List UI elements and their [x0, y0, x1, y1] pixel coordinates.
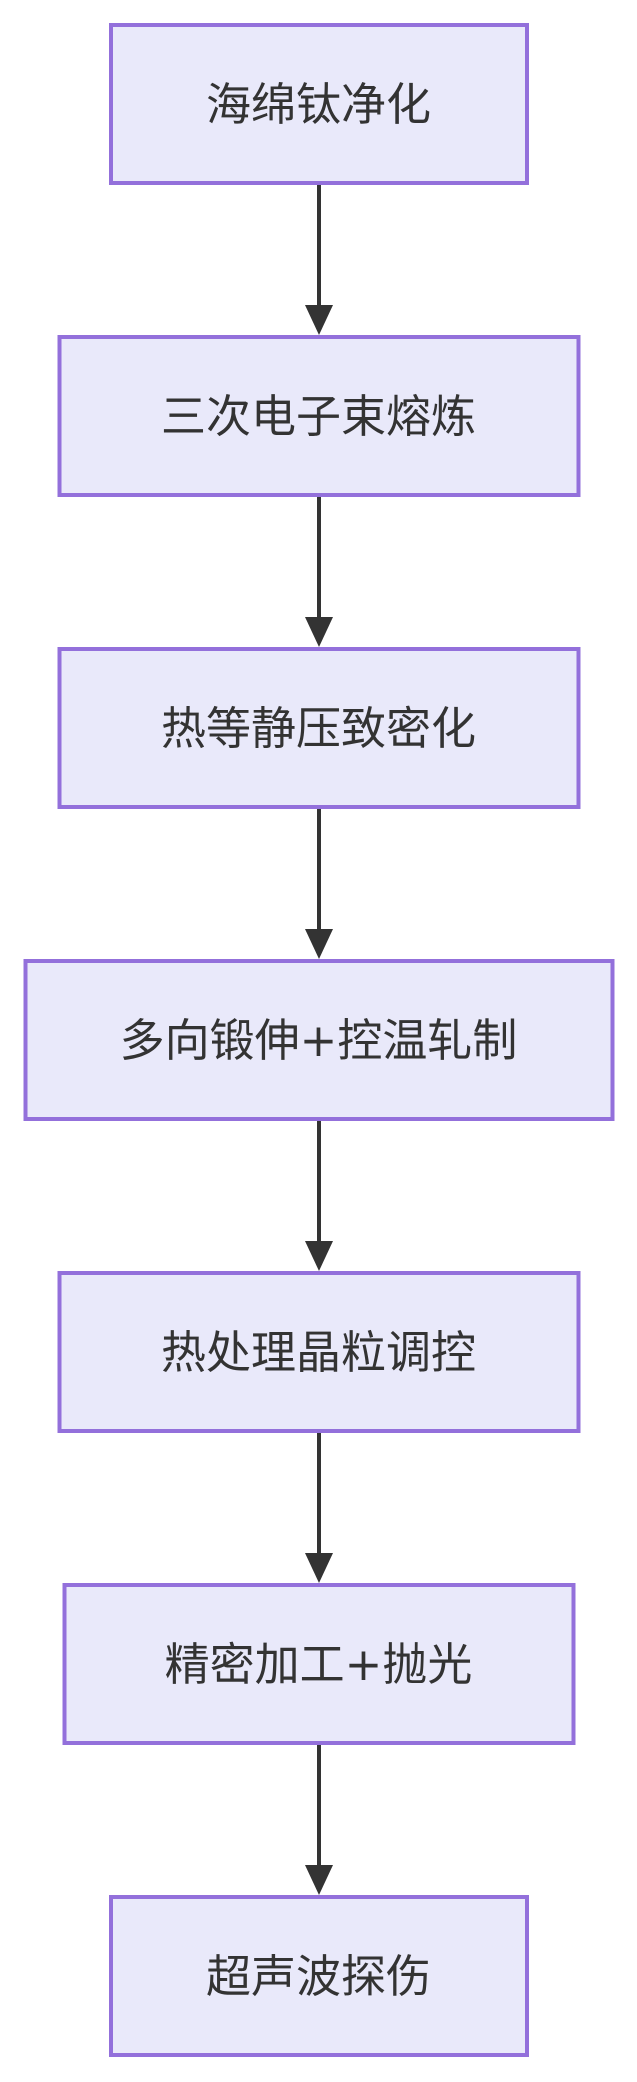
arrow-down-icon: [304, 617, 333, 647]
connector-line: [316, 185, 321, 305]
flow-connector: [304, 809, 333, 959]
connector-line: [316, 1745, 321, 1865]
flow-node-heat-treatment-grain-control: 热处理晶粒调控: [57, 1271, 580, 1433]
flow-connector: [304, 1745, 333, 1895]
connector-line: [316, 497, 321, 617]
arrow-down-icon: [304, 929, 333, 959]
arrow-down-icon: [304, 1241, 333, 1271]
flow-connector: [304, 497, 333, 647]
node-label: 超声波探伤: [205, 1949, 431, 2003]
flow-node-triple-electron-beam-melting: 三次电子束熔炼: [57, 335, 580, 497]
flow-node-sponge-titanium-purification: 海绵钛净化: [108, 23, 529, 185]
flow-node-hot-isostatic-pressing-densification: 热等静压致密化: [57, 647, 580, 809]
flow-node-precision-machining-polishing: 精密加工+抛光: [62, 1583, 575, 1745]
connector-line: [316, 809, 321, 929]
arrow-down-icon: [304, 1865, 333, 1895]
node-label: 三次电子束熔炼: [160, 389, 476, 443]
flow-connector: [304, 185, 333, 335]
flow-connector: [304, 1121, 333, 1271]
connector-line: [316, 1433, 321, 1553]
connector-line: [316, 1121, 321, 1241]
flow-node-ultrasonic-flaw-detection: 超声波探伤: [108, 1895, 529, 2057]
flow-node-multi-directional-forging-controlled-rolling: 多向锻伸+控温轧制: [23, 959, 614, 1121]
node-label: 精密加工+抛光: [164, 1637, 473, 1691]
node-label: 多向锻伸+控温轧制: [119, 1013, 518, 1067]
node-label: 热处理晶粒调控: [160, 1325, 476, 1379]
arrow-down-icon: [304, 1553, 333, 1583]
flow-connector: [304, 1433, 333, 1583]
node-label: 海绵钛净化: [205, 77, 431, 131]
arrow-down-icon: [304, 305, 333, 335]
node-label: 热等静压致密化: [160, 701, 476, 755]
